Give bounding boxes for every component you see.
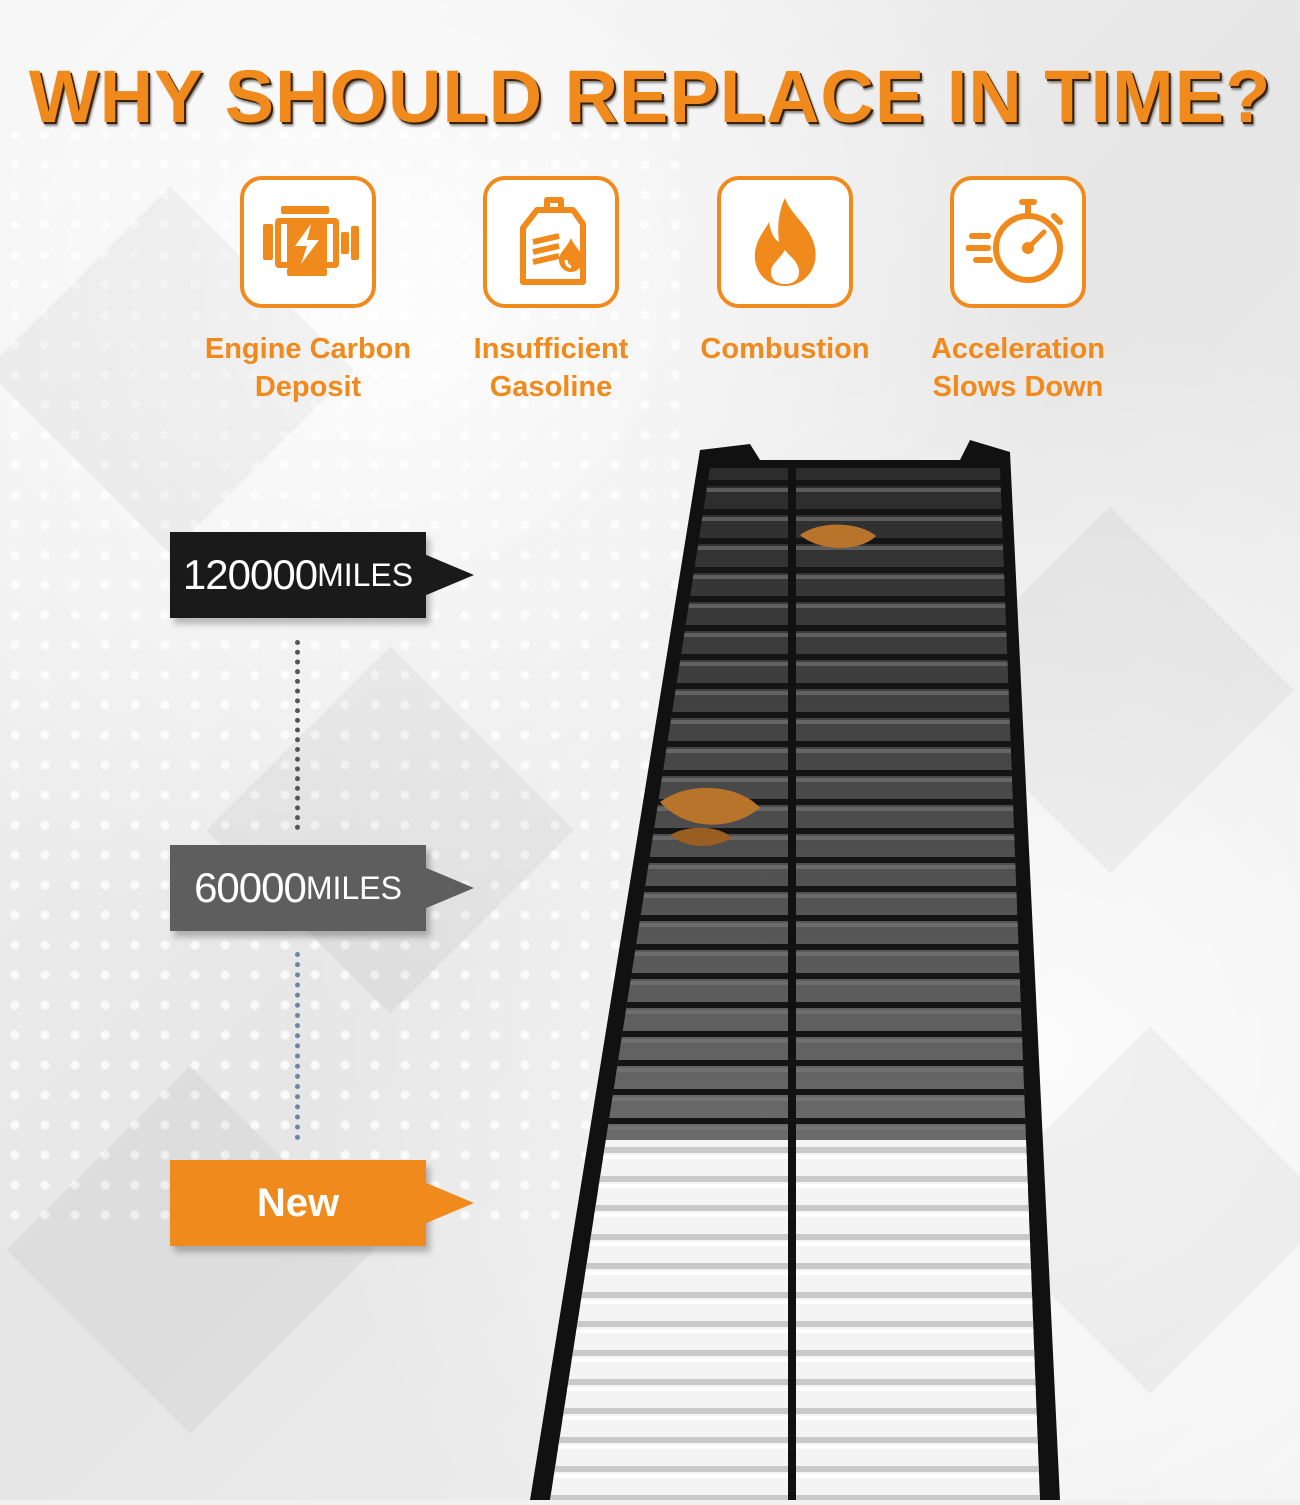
tag-arrow [424,1182,474,1224]
air-filter-graphic [530,440,1060,1500]
feature-label: Insufficient Gasoline [473,333,629,403]
feature-label: Engine Carbon Deposit [204,333,412,403]
stage-unit: MILES [305,869,402,906]
flame-icon [754,198,816,286]
stage-number: 120000 [182,551,318,598]
timeline-dotted-line [295,952,300,1140]
engine-icon [263,206,359,276]
stopwatch-icon [966,199,1063,283]
feature-label: Combustion [700,333,870,365]
feature-insufficient-gasoline: Insufficient Gasoline [421,176,681,406]
tag-body: New [170,1160,426,1246]
stage-unit: MILES [317,556,414,593]
tag-arrow [424,867,474,909]
feature-engine-carbon: Engine Carbon Deposit [178,176,438,406]
air-filter-image [520,440,1060,1500]
flame-tile [717,176,853,308]
feature-acceleration: Acceleration Slows Down [888,176,1148,406]
stage-number: 60000 [194,864,307,911]
feature-label: Acceleration Slows Down [930,333,1106,403]
oil-can-icon [520,197,586,285]
oil-can-tile [483,176,619,308]
timeline-dotted-line [295,640,300,830]
page-title: WHY SHOULD REPLACE IN TIME? [28,55,1272,138]
tag-arrow [424,554,474,596]
feature-combustion: Combustion [655,176,915,368]
stage-tag-new: New [170,1160,474,1246]
engine-tile [240,176,376,308]
stage-label: New [256,1180,340,1225]
stopwatch-tile [950,176,1086,308]
